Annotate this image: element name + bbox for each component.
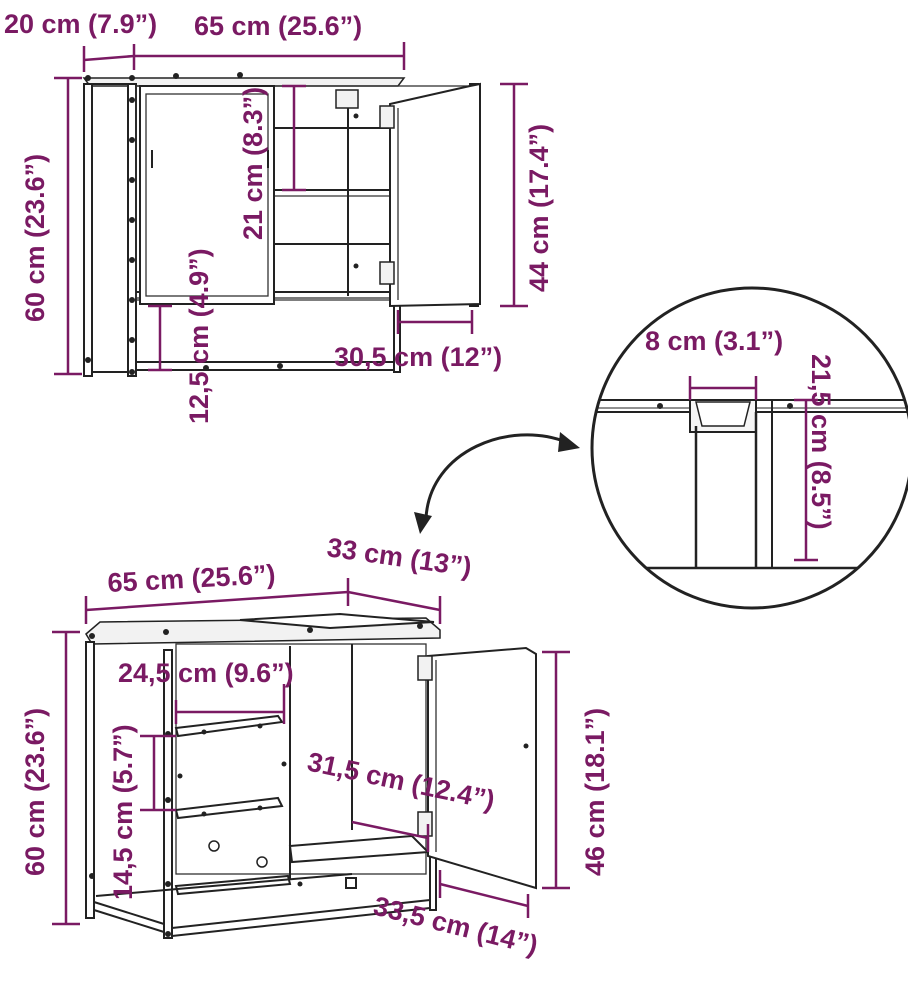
base-width-label: 65 cm (25.6”) xyxy=(107,559,276,598)
wall-door-width-label: 30,5 cm (12”) xyxy=(334,342,502,372)
hinge-icon xyxy=(379,261,395,285)
base-depth-label: 33 cm (13”) xyxy=(325,532,473,582)
base-cabinet-door xyxy=(427,646,537,890)
base-height-label: 60 cm (23.6”) xyxy=(20,708,50,876)
detail-zoom-circle xyxy=(590,286,908,610)
arrow-right-icon xyxy=(558,432,580,452)
base-cabinet-top-lid xyxy=(239,612,435,630)
base-door-width-label: 33,5 cm (14”) xyxy=(371,891,541,961)
wall-width-label: 65 cm (25.6”) xyxy=(194,11,362,41)
wall-cabinet-left-inner-post xyxy=(127,83,137,377)
hinge-icon xyxy=(417,655,433,681)
wall-bottom-gap-label: 12,5 cm (4.9”) xyxy=(184,248,214,424)
base-cabinet-left-post xyxy=(85,641,95,919)
base-cabinet-bottom-shelf xyxy=(288,834,431,864)
detail-arrow xyxy=(414,432,580,534)
base-cabinet-foot xyxy=(345,877,357,889)
hinge-icon xyxy=(379,105,395,129)
wall-depth-label: 20 cm (7.9”) xyxy=(4,9,157,39)
wall-cabinet-right-door xyxy=(389,82,481,308)
base-cabinet-shelf xyxy=(174,714,284,738)
base-door-height-label: 46 cm (18.1”) xyxy=(580,708,610,876)
base-cabinet-drawing xyxy=(52,578,570,939)
hinge-icon xyxy=(417,811,433,837)
arrow-down-icon xyxy=(414,512,432,534)
base-shelf-width-label: 24,5 cm (9.6”) xyxy=(118,658,294,688)
wall-shelf-gap-label: 21 cm (8.3”) xyxy=(238,87,268,240)
hinge-icon xyxy=(335,89,359,109)
base-cabinet-dimension-lines xyxy=(52,578,570,926)
base-shelf-gap-label: 14,5 cm (5.7”) xyxy=(108,724,138,900)
wall-cabinet-left-post xyxy=(83,83,93,377)
base-cabinet-front-post xyxy=(163,649,173,939)
wall-door-height-label: 44 cm (17.4”) xyxy=(524,124,554,292)
wall-height-label: 60 cm (23.6”) xyxy=(20,154,50,322)
wall-cabinet-left-door xyxy=(139,85,275,305)
wall-cabinet-dimension-lines xyxy=(54,42,528,376)
wall-cabinet-drawing xyxy=(54,42,528,377)
base-cabinet-shelf xyxy=(174,796,284,820)
detail-slot-width-label: 8 cm (3.1”) xyxy=(645,326,783,356)
detail-slot-depth-label: 21,5 cm (8.5”) xyxy=(806,354,836,530)
